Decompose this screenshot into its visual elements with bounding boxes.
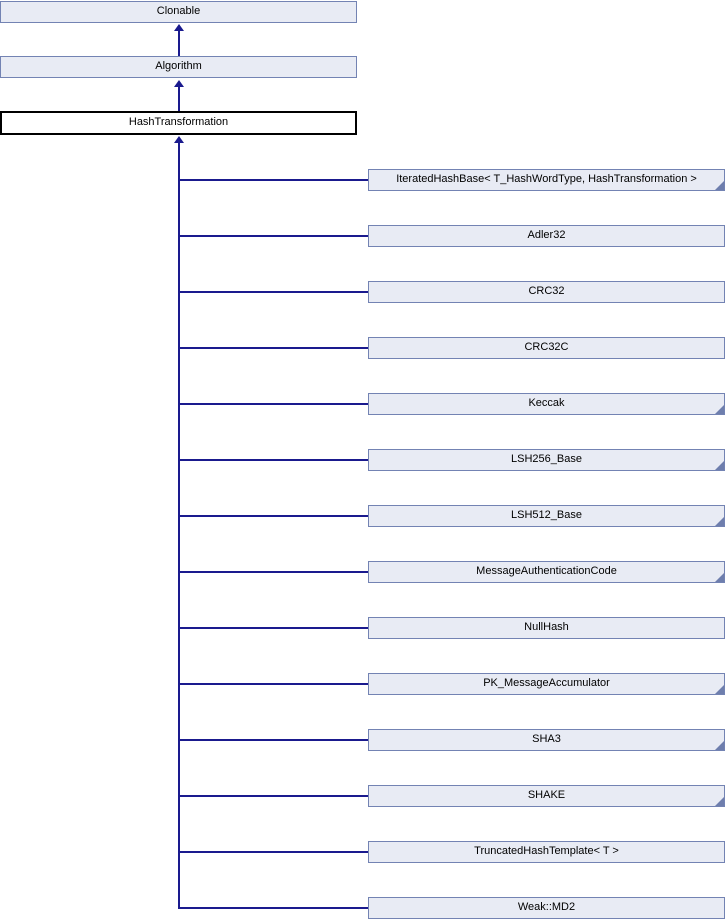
truncation-fold-icon — [715, 797, 724, 806]
class-node-messageauthenticationcode[interactable]: MessageAuthenticationCode — [368, 561, 725, 583]
class-node-adler32[interactable]: Adler32 — [368, 225, 725, 247]
inheritance-branch-line — [180, 179, 368, 181]
truncation-fold-icon — [715, 573, 724, 582]
inheritance-branch-line — [180, 403, 368, 405]
inheritance-branch-line — [180, 571, 368, 573]
class-node-label: Adler32 — [527, 229, 566, 241]
class-node-clonable[interactable]: Clonable — [0, 1, 357, 23]
class-node-nullhash[interactable]: NullHash — [368, 617, 725, 639]
class-node-label: IteratedHashBase< T_HashWordType, HashTr… — [396, 173, 697, 185]
class-node-label: HashTransformation — [128, 116, 229, 128]
inheritance-trunk-line — [178, 142, 180, 909]
inheritance-branch-line — [180, 907, 368, 909]
inheritance-branch-line — [180, 795, 368, 797]
class-node-label: Keccak — [528, 397, 565, 409]
class-node-iteratedhashbase[interactable]: IteratedHashBase< T_HashWordType, HashTr… — [368, 169, 725, 191]
inheritance-branch-line — [180, 627, 368, 629]
inheritance-edge-hashtransformation-algorithm — [178, 86, 180, 111]
class-node-label: SHAKE — [527, 789, 566, 801]
inheritance-branch-line — [180, 683, 368, 685]
class-node-label: NullHash — [524, 621, 569, 633]
class-node-crc32[interactable]: CRC32 — [368, 281, 725, 303]
class-node-label: PK_MessageAccumulator — [483, 677, 610, 689]
class-node-crc32c[interactable]: CRC32C — [368, 337, 725, 359]
class-node-hashtransformation: HashTransformation — [0, 111, 357, 135]
arrowhead-up-icon — [174, 24, 184, 31]
class-node-shake[interactable]: SHAKE — [368, 785, 725, 807]
class-node-truncatedhashtemplate[interactable]: TruncatedHashTemplate< T > — [368, 841, 725, 863]
arrowhead-up-icon — [174, 136, 184, 143]
inheritance-branch-line — [180, 347, 368, 349]
class-node-label: Algorithm — [155, 60, 202, 72]
arrowhead-up-icon — [174, 80, 184, 87]
class-node-pk-messageaccumulator[interactable]: PK_MessageAccumulator — [368, 673, 725, 695]
truncation-fold-icon — [715, 685, 724, 694]
class-node-label: Clonable — [156, 5, 201, 17]
inheritance-branch-line — [180, 291, 368, 293]
inheritance-edge-algorithm-clonable — [178, 30, 180, 56]
class-node-keccak[interactable]: Keccak — [368, 393, 725, 415]
class-node-label: LSH256_Base — [511, 453, 582, 465]
inheritance-branch-line — [180, 851, 368, 853]
class-node-label: CRC32 — [528, 285, 565, 297]
inheritance-branch-line — [180, 739, 368, 741]
truncation-fold-icon — [715, 181, 724, 190]
truncation-fold-icon — [715, 517, 724, 526]
class-node-label: Weak::MD2 — [517, 901, 576, 913]
class-node-lsh512-base[interactable]: LSH512_Base — [368, 505, 725, 527]
inheritance-branch-line — [180, 515, 368, 517]
truncation-fold-icon — [715, 405, 724, 414]
inheritance-branch-line — [180, 235, 368, 237]
class-node-label: TruncatedHashTemplate< T > — [474, 845, 619, 857]
class-node-algorithm[interactable]: Algorithm — [0, 56, 357, 78]
class-node-sha3[interactable]: SHA3 — [368, 729, 725, 751]
class-node-label: CRC32C — [524, 341, 569, 353]
truncation-fold-icon — [715, 741, 724, 750]
class-node-lsh256-base[interactable]: LSH256_Base — [368, 449, 725, 471]
class-node-label: LSH512_Base — [511, 509, 582, 521]
inheritance-branch-line — [180, 459, 368, 461]
truncation-fold-icon — [715, 461, 724, 470]
class-node-weak-md2[interactable]: Weak::MD2 — [368, 897, 725, 919]
class-node-label: MessageAuthenticationCode — [476, 565, 617, 577]
class-node-label: SHA3 — [532, 733, 561, 745]
